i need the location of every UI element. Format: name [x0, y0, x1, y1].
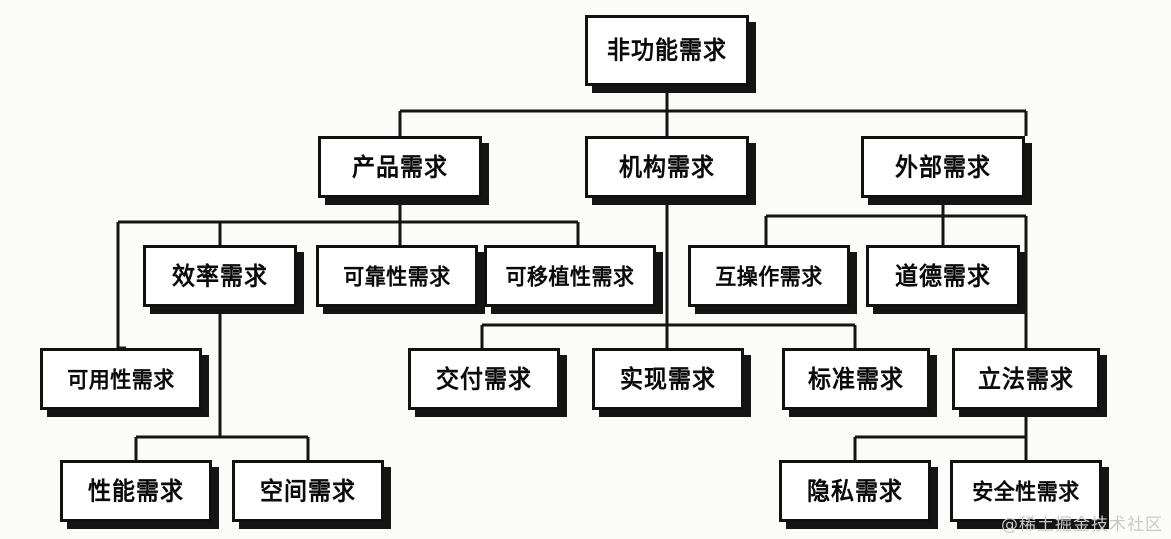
node-interoperability-label: 互操作需求	[715, 262, 823, 290]
node-external-label: 外部需求	[895, 152, 991, 182]
node-efficiency[interactable]: 效率需求	[143, 245, 297, 307]
node-product-label: 产品需求	[352, 152, 448, 182]
node-implementation[interactable]: 实现需求	[592, 348, 744, 410]
node-standards-label: 标准需求	[808, 364, 904, 394]
node-privacy-label: 隐私需求	[807, 476, 903, 506]
node-portability[interactable]: 可移植性需求	[484, 245, 656, 307]
node-usability-label: 可用性需求	[67, 365, 175, 393]
node-efficiency-label: 效率需求	[172, 261, 268, 291]
node-privacy[interactable]: 隐私需求	[779, 460, 931, 522]
node-delivery-label: 交付需求	[436, 364, 532, 394]
node-root[interactable]: 非功能需求	[585, 15, 749, 86]
node-organizational[interactable]: 机构需求	[585, 136, 749, 198]
node-ethical-label: 道德需求	[895, 261, 991, 291]
node-portability-label: 可移植性需求	[505, 262, 635, 290]
node-delivery[interactable]: 交付需求	[408, 348, 560, 410]
node-space-label: 空间需求	[260, 476, 356, 506]
node-safety-label: 安全性需求	[972, 477, 1080, 505]
node-legislative[interactable]: 立法需求	[952, 348, 1100, 410]
node-external[interactable]: 外部需求	[861, 136, 1025, 198]
node-organizational-label: 机构需求	[619, 152, 715, 182]
node-usability[interactable]: 可用性需求	[40, 348, 202, 410]
node-product[interactable]: 产品需求	[318, 136, 482, 198]
watermark: @稀土掘金技术社区	[1001, 515, 1163, 535]
node-legislative-label: 立法需求	[978, 364, 1074, 394]
node-reliability-label: 可靠性需求	[343, 262, 451, 290]
node-performance-label: 性能需求	[88, 476, 184, 506]
node-safety[interactable]: 安全性需求	[950, 460, 1102, 522]
node-root-label: 非功能需求	[607, 36, 727, 65]
node-reliability[interactable]: 可靠性需求	[316, 245, 478, 307]
node-space[interactable]: 空间需求	[232, 460, 384, 522]
node-performance[interactable]: 性能需求	[60, 460, 212, 522]
node-implementation-label: 实现需求	[620, 364, 716, 394]
node-ethical[interactable]: 道德需求	[866, 245, 1020, 307]
node-interoperability[interactable]: 互操作需求	[688, 245, 850, 307]
node-standards[interactable]: 标准需求	[782, 348, 930, 410]
